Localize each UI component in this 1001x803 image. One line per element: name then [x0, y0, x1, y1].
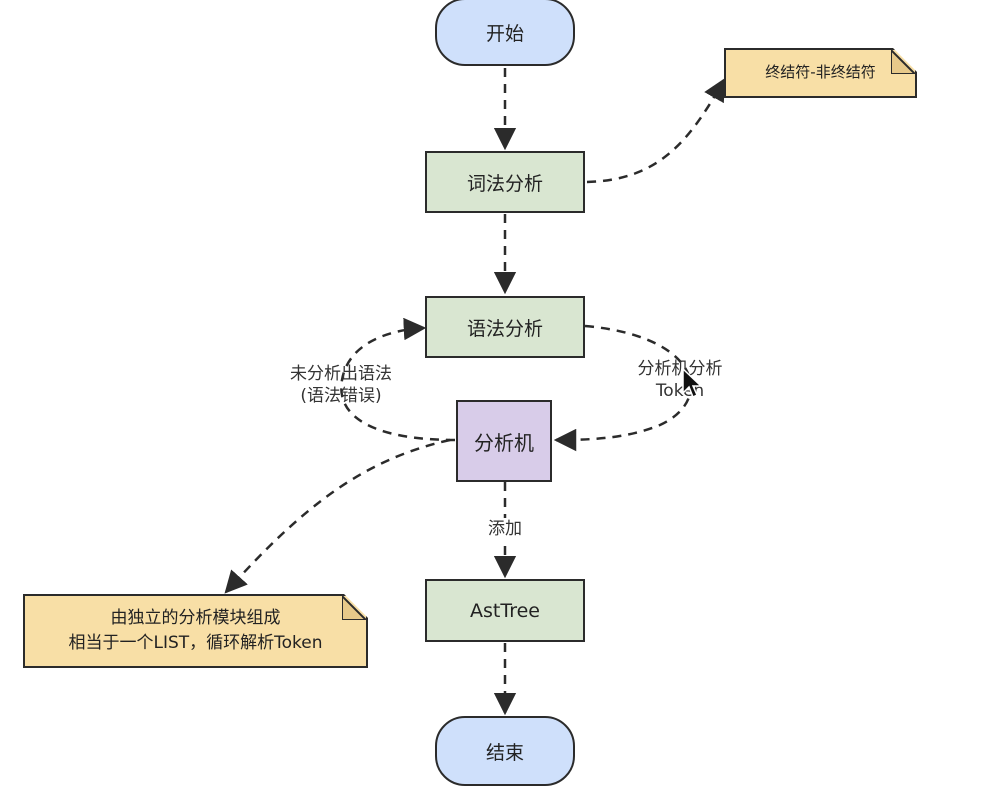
asttree-label: AstTree — [470, 599, 540, 622]
token-analysis-label-line2: Token — [655, 381, 705, 402]
start-node-label: 开始 — [485, 22, 524, 45]
edge-analyzer-to-modules-note — [224, 438, 451, 594]
start-node: 开始 — [435, 0, 575, 66]
modules-note: 由独立的分析模块组成 相当于一个LIST，循环解析Token — [23, 594, 368, 668]
asttree-node: AstTree — [425, 579, 585, 642]
syntax-analysis-label: 语法分析 — [466, 317, 543, 340]
analyzer-label: 分析机 — [474, 430, 534, 455]
edge-analyzer-to-syntax — [340, 317, 456, 442]
syntax-error-label-line2: (语法错误) — [300, 386, 382, 407]
modules-note-line2: 相当于一个LIST，循环解析Token — [68, 633, 323, 653]
end-node-label: 结束 — [485, 741, 524, 764]
syntax-error-label-line1: 未分析出语法 — [290, 364, 392, 384]
modules-note-line1: 由独立的分析模块组成 — [110, 608, 281, 629]
token-analysis-label: 分析机分析 Token — [624, 358, 736, 402]
end-node: 结束 — [435, 716, 575, 786]
terminals-note-text: 终结符-非终结符 — [765, 63, 876, 82]
add-label: 添加 — [475, 518, 535, 541]
mouse-cursor-icon — [682, 368, 703, 399]
analyzer-node: 分析机 — [456, 400, 552, 482]
edge-syntax-to-analyzer — [553, 324, 693, 452]
syntax-error-label: 未分析出语法 (语法错误) — [272, 363, 410, 407]
syntax-analysis-node: 语法分析 — [425, 296, 585, 358]
note-fold-icon — [891, 50, 915, 74]
lexical-analysis-node: 词法分析 — [425, 151, 585, 213]
edge-lexical-to-terminals-note — [586, 78, 726, 184]
token-analysis-label-line1: 分析机分析 — [637, 359, 723, 379]
terminals-note: 终结符-非终结符 — [724, 48, 917, 98]
lexical-analysis-label: 词法分析 — [466, 172, 543, 195]
note-fold-icon — [342, 596, 366, 620]
add-label-text: 添加 — [488, 519, 522, 539]
